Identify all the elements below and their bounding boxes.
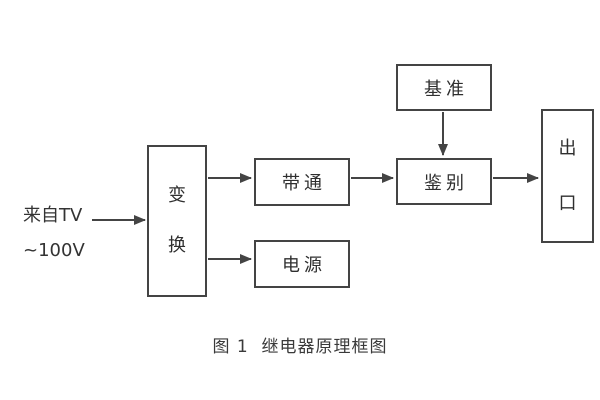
block-bandpass: 带通 [254, 158, 350, 206]
input-source-line2: ~100V [23, 240, 85, 261]
input-source-label: 来自TV ~100V [23, 207, 85, 260]
block-bandpass-label: 带通 [282, 173, 326, 194]
block-transform: 变 换 [147, 145, 207, 297]
figure-caption: 图 1 继电器原理框图 [212, 337, 388, 357]
block-discriminate-label: 鉴别 [424, 172, 468, 194]
block-power-label: 电源 [282, 255, 326, 276]
block-power: 电源 [254, 240, 350, 288]
block-outlet-char2: 口 [558, 192, 577, 214]
block-outlet-char1: 出 [558, 137, 577, 159]
block-reference: 基准 [396, 64, 492, 111]
block-transform-char1: 变 [168, 185, 186, 206]
block-discriminate: 鉴别 [396, 158, 492, 205]
input-source-line1: 来自TV [23, 205, 83, 226]
block-transform-char2: 换 [168, 235, 186, 256]
block-reference-label: 基准 [424, 78, 468, 100]
block-outlet: 出 口 [541, 109, 594, 243]
